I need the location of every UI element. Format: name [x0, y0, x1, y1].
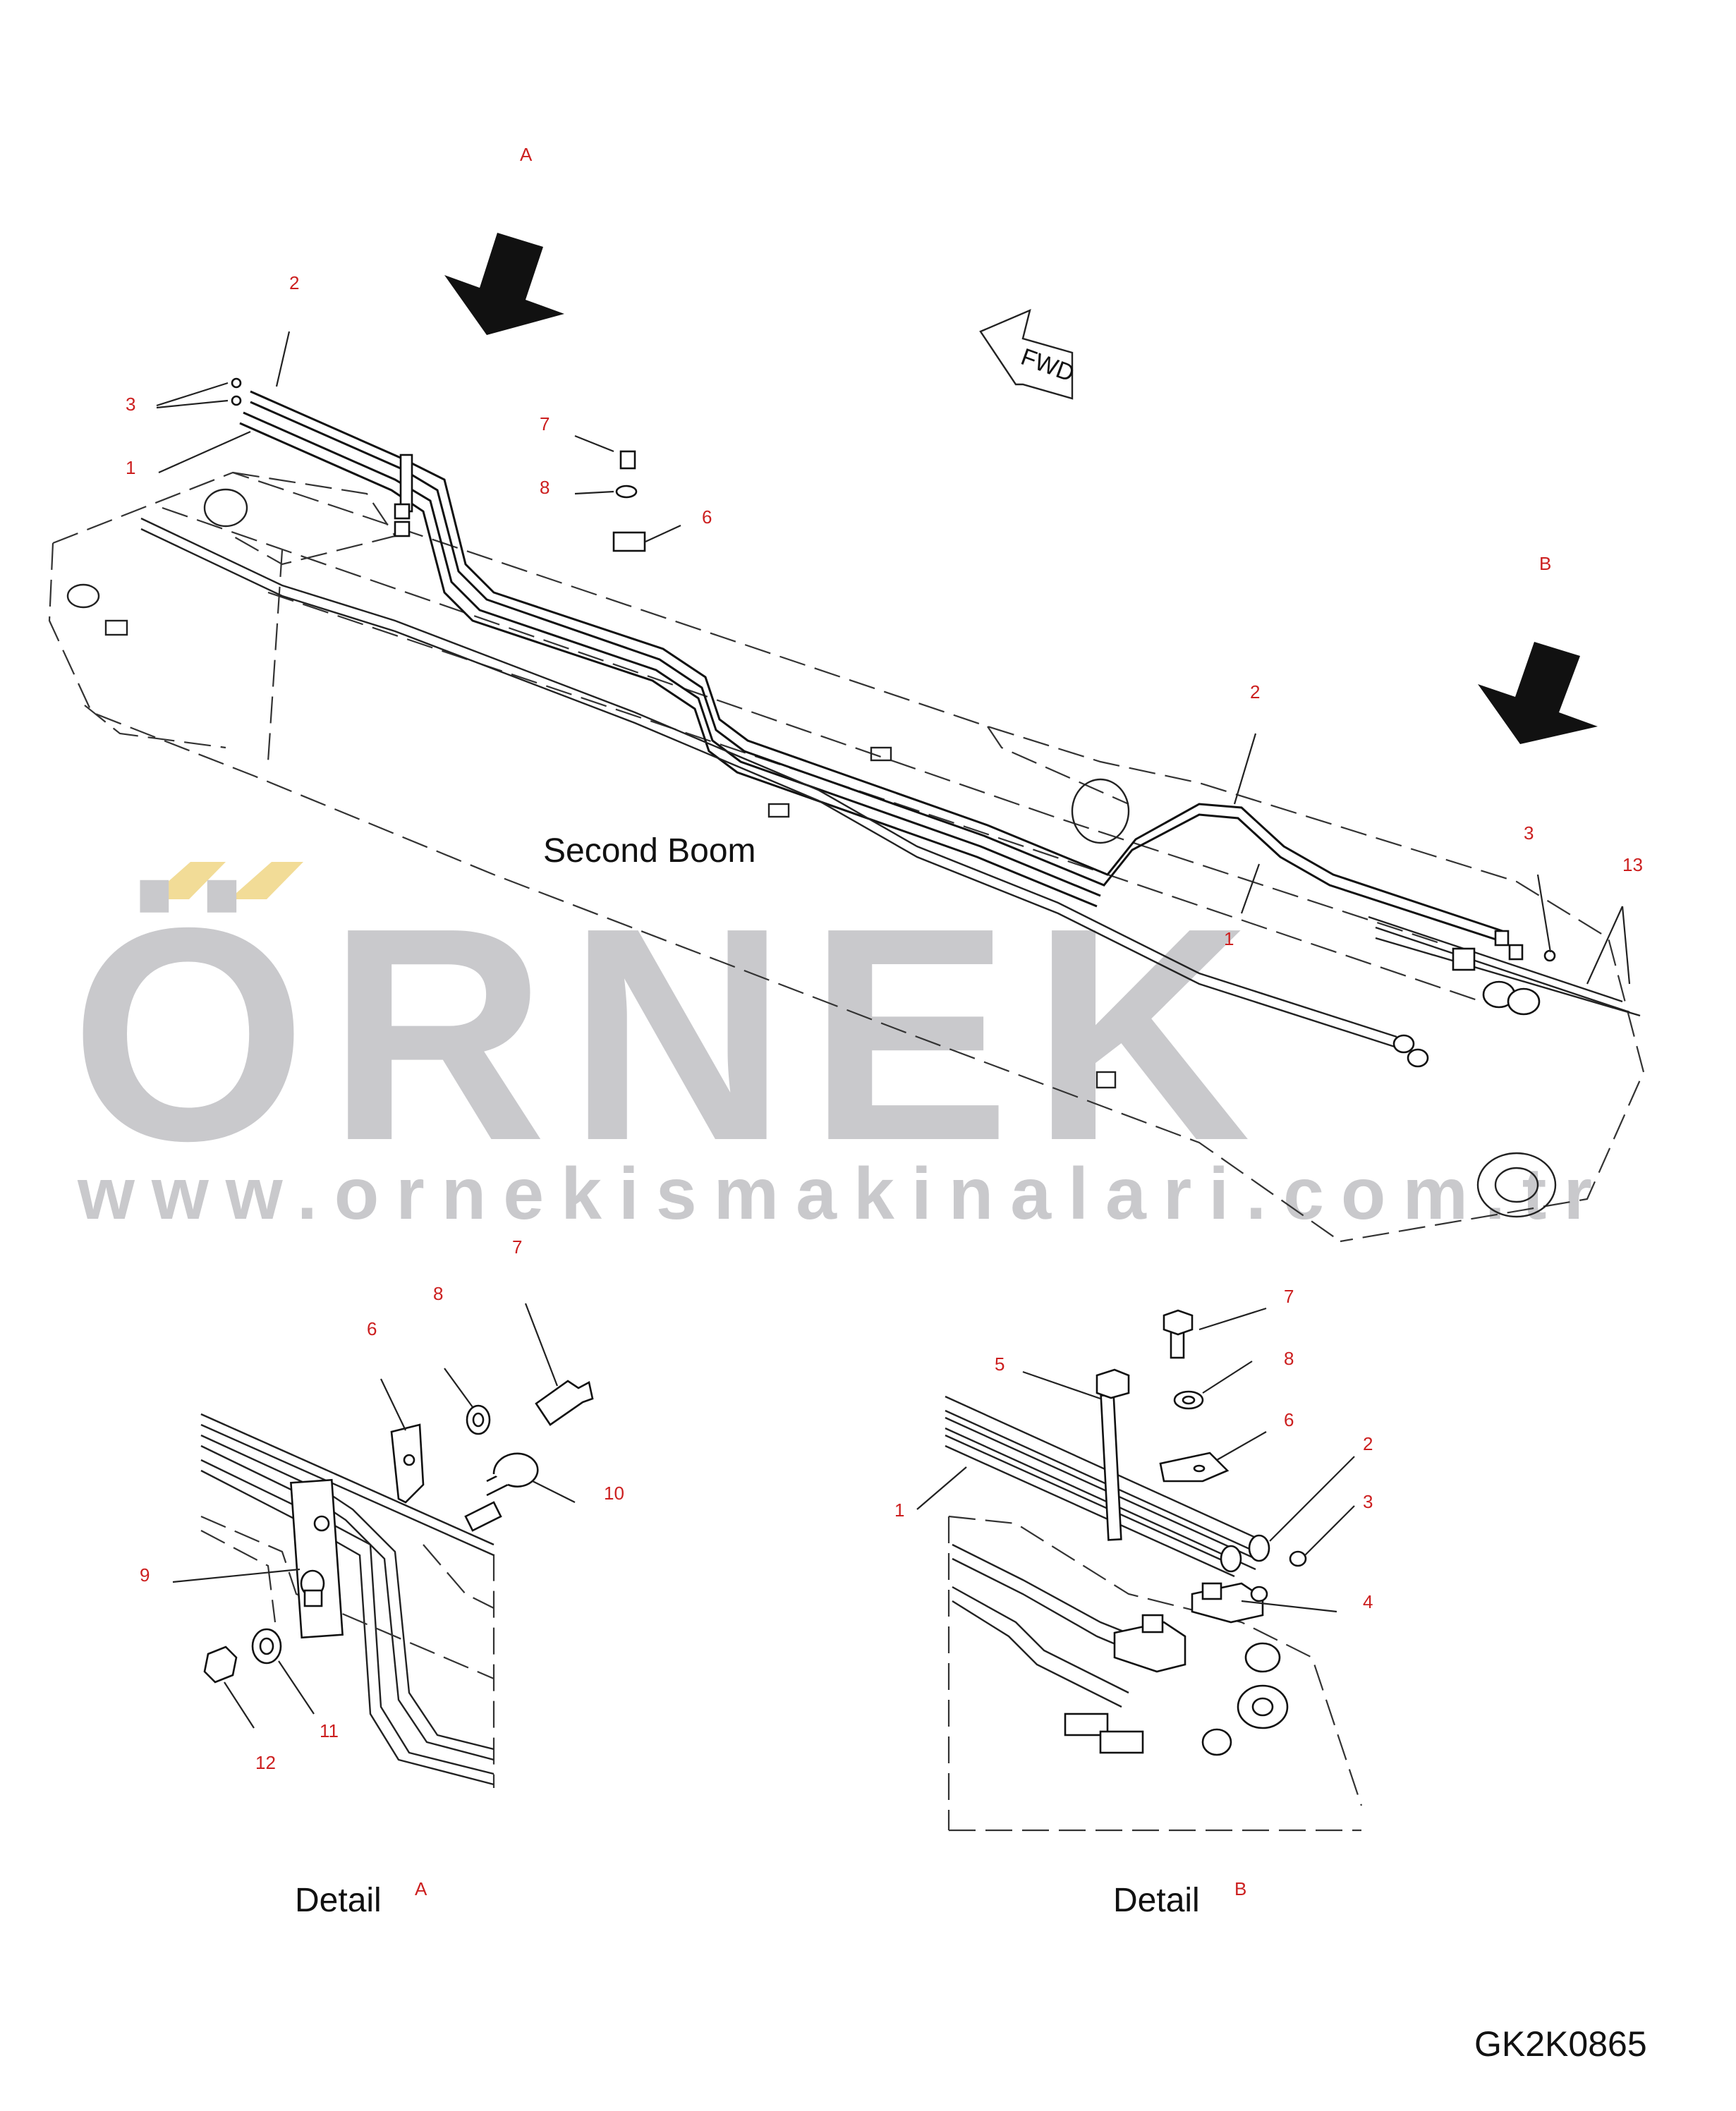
view-b-arrow [1478, 642, 1598, 744]
main-callouts: A B 2 3 1 7 8 6 2 3 13 1 [126, 144, 1643, 949]
detail-a-caption: Detail A [295, 1878, 427, 1919]
callout-number: 2 [1363, 1433, 1373, 1454]
diagram-title: Second Boom [543, 832, 756, 870]
main-fittings [231, 377, 1556, 1068]
watermark-url: www.ornekismakinalari.com.tr [77, 1153, 1609, 1235]
callout-number: 7 [540, 413, 550, 434]
view-arrows [444, 233, 1598, 744]
callout-number: 11 [320, 1720, 339, 1741]
callout-number: 4 [1363, 1591, 1373, 1612]
view-a-label: A [520, 144, 533, 165]
callout-number: 1 [1224, 928, 1234, 949]
detail-b-drawing [945, 1309, 1363, 1832]
callout-number: 8 [1284, 1348, 1294, 1369]
callout-number: 3 [1363, 1491, 1373, 1512]
boom-outline [48, 471, 1645, 1243]
callout-number: 10 [604, 1483, 624, 1504]
detail-b-callouts: 7 5 8 6 2 1 3 4 [894, 1286, 1373, 1612]
detail-b-label: Detail [1113, 1882, 1200, 1919]
callout-number: 3 [126, 394, 135, 415]
detail-b-caption: Detail B [1113, 1878, 1246, 1919]
detail-a-label: Detail [295, 1882, 382, 1919]
callout-number: 3 [1524, 822, 1534, 844]
callout-number: 13 [1622, 854, 1643, 875]
detail-b-suffix: B [1234, 1878, 1246, 1899]
detail-a-leaders [172, 1303, 576, 1729]
detail-a-suffix: A [415, 1878, 427, 1899]
callout-number: 8 [433, 1283, 443, 1304]
callout-number: 7 [512, 1236, 522, 1258]
watermark: ÖRNEK www.ornekismakinalari.com.tr [71, 862, 1609, 1235]
view-b-label: B [1539, 553, 1551, 574]
callout-number: 2 [1250, 681, 1260, 702]
callout-number: 6 [367, 1318, 377, 1339]
callout-number: 2 [289, 272, 299, 293]
forward-sign: FWD [979, 308, 1078, 400]
callout-number: 12 [255, 1752, 276, 1773]
callout-number: 1 [894, 1499, 904, 1521]
callout-number: 9 [140, 1564, 150, 1586]
callout-number: 7 [1284, 1286, 1294, 1307]
callout-number: 5 [995, 1353, 1004, 1375]
forward-sign-text: FWD [1017, 343, 1078, 387]
callout-number: 8 [540, 477, 550, 498]
view-a-arrow [444, 233, 564, 335]
watermark-accent-left [148, 862, 226, 899]
detail-b-leaders [916, 1307, 1355, 1613]
main-leaders [156, 331, 1631, 985]
detail-a-drawing [200, 1380, 594, 1788]
watermark-brand: ÖRNEK [71, 865, 1272, 1204]
callout-number: 1 [126, 457, 135, 478]
drawing-code: GK2K0865 [1474, 2024, 1647, 2064]
detail-a-callouts: 7 8 6 10 9 11 12 [140, 1236, 624, 1773]
watermark-accent-right [229, 862, 303, 899]
callout-number: 6 [1284, 1409, 1294, 1430]
hydraulic-pipes [140, 390, 1641, 1049]
callout-number: 6 [702, 506, 712, 528]
